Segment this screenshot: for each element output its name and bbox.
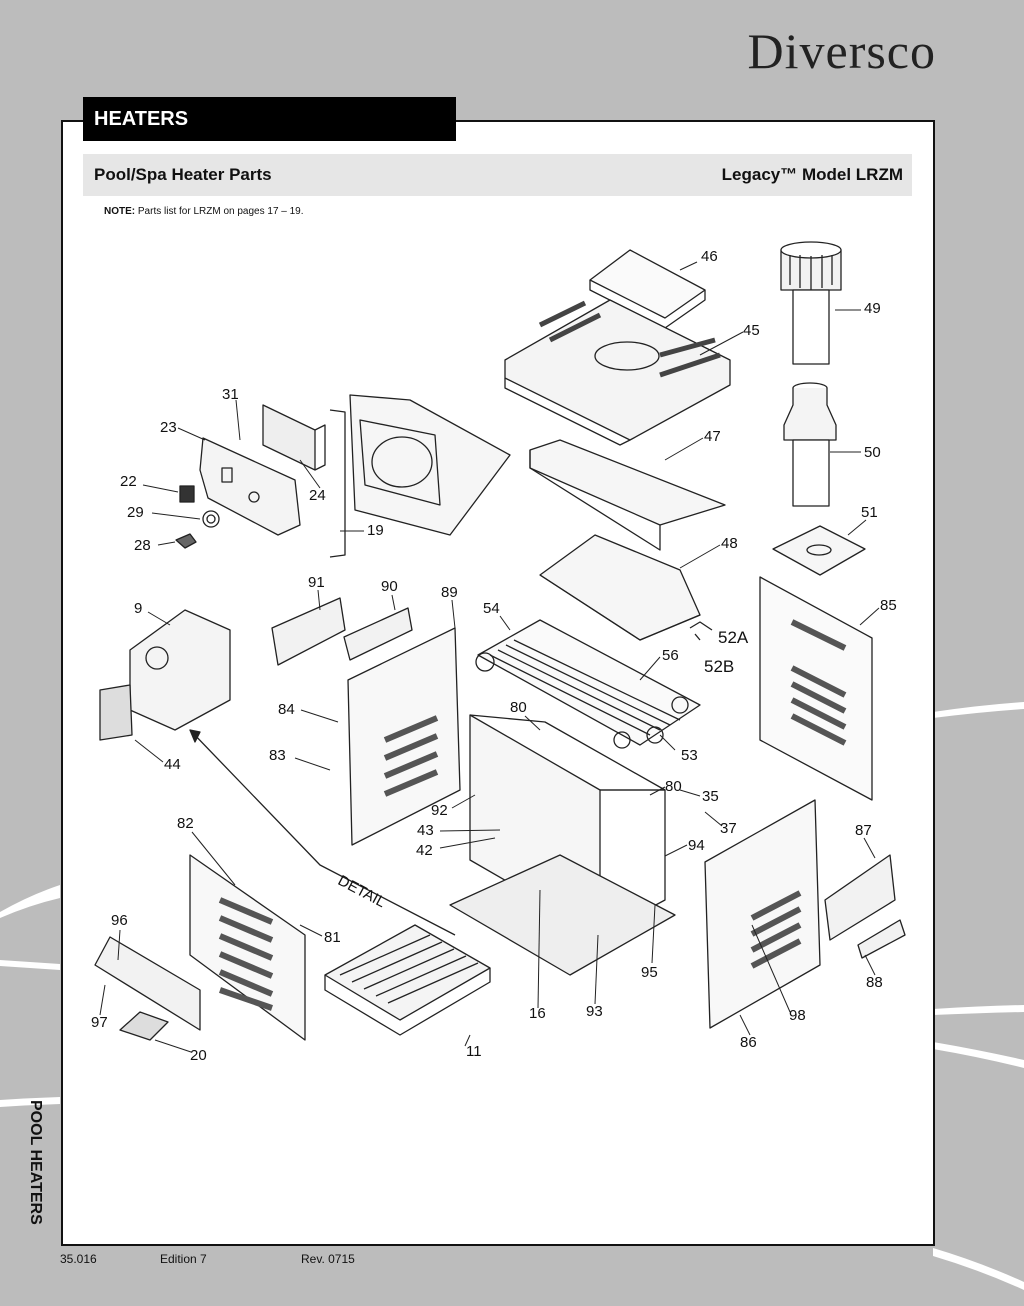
part-91-bracket bbox=[271, 597, 346, 666]
part-label: 42 bbox=[416, 842, 433, 859]
part-burner-frame bbox=[349, 394, 511, 536]
part-label: 11 bbox=[466, 1043, 482, 1060]
part-label: 9 bbox=[134, 600, 143, 617]
part-label: 48 bbox=[721, 535, 738, 552]
part-label: 46 bbox=[701, 248, 718, 265]
part-45-top bbox=[504, 299, 731, 446]
part-label: 80 bbox=[510, 699, 527, 716]
part-label: 53 bbox=[681, 747, 698, 764]
footer-edition: Edition 7 bbox=[160, 1252, 207, 1266]
note: NOTE: Parts list for LRZM on pages 17 – … bbox=[104, 206, 304, 217]
part-label: 45 bbox=[743, 322, 760, 339]
part-label: 29 bbox=[127, 504, 144, 521]
part-48-hood bbox=[539, 534, 701, 641]
part-54-heat-exchanger bbox=[475, 619, 701, 749]
part-50-vent-adapter bbox=[783, 382, 837, 507]
leader-lines bbox=[99, 261, 880, 1053]
part-80-cabinet bbox=[449, 714, 676, 976]
detail-arrow bbox=[189, 729, 456, 936]
title-bar: Pool/Spa Heater Parts Legacy™ Model LRZM bbox=[83, 154, 912, 196]
part-label: 98 bbox=[789, 1007, 806, 1024]
part-label: 51 bbox=[861, 504, 878, 521]
detail-label: DETAIL bbox=[335, 872, 389, 912]
side-tab: POOL HEATERS bbox=[27, 1100, 44, 1225]
part-label: 87 bbox=[855, 822, 872, 839]
part-label: 85 bbox=[880, 597, 897, 614]
part-label: 16 bbox=[529, 1005, 546, 1022]
part-label: 52A bbox=[718, 628, 749, 647]
part-51-plate bbox=[772, 525, 866, 576]
part-9-housing bbox=[99, 609, 231, 741]
part-47-tray bbox=[529, 439, 726, 551]
part-label: 47 bbox=[704, 428, 721, 445]
part-81-front-panel bbox=[189, 854, 306, 1041]
part-49-vent-cap bbox=[780, 241, 842, 365]
section-tab: HEATERS bbox=[83, 97, 456, 141]
part-label: 80 bbox=[665, 778, 682, 795]
part-label: 82 bbox=[177, 815, 194, 832]
part-label: 50 bbox=[864, 444, 881, 461]
part-85-side-panel bbox=[759, 576, 873, 801]
part-label: 56 bbox=[662, 647, 679, 664]
part-86-side-panel bbox=[704, 799, 821, 1029]
part-label: 19 bbox=[367, 522, 384, 539]
part-label: 20 bbox=[190, 1047, 207, 1064]
part-label: 35 bbox=[702, 788, 719, 805]
brand-logo: Diversco bbox=[747, 23, 936, 79]
part-label: 89 bbox=[441, 584, 458, 601]
part-label: 52B bbox=[704, 657, 735, 676]
part-label: 37 bbox=[720, 820, 737, 837]
part-label: 31 bbox=[222, 386, 239, 403]
detail-arrowhead bbox=[189, 729, 201, 743]
part-label: 88 bbox=[866, 974, 883, 991]
note-label: NOTE: bbox=[104, 206, 136, 217]
part-label: 90 bbox=[381, 578, 398, 595]
part-label: 49 bbox=[864, 300, 881, 317]
part-label: 28 bbox=[134, 537, 151, 554]
part-label: 97 bbox=[91, 1014, 108, 1031]
part-87-bracket bbox=[824, 854, 896, 941]
part-label: 91 bbox=[308, 574, 325, 591]
footer-rev: Rev. 0715 bbox=[301, 1252, 355, 1266]
part-label: 81 bbox=[324, 929, 341, 946]
parts-22-28-29 bbox=[175, 485, 220, 549]
footer-code: 35.016 bbox=[60, 1252, 97, 1266]
part-label: 22 bbox=[120, 473, 137, 490]
note-text: Parts list for LRZM on pages 17 – 19. bbox=[137, 206, 304, 217]
part-label: 24 bbox=[309, 487, 326, 504]
part-label: 84 bbox=[278, 701, 295, 718]
part-52-clips bbox=[689, 621, 713, 641]
part-88-plate bbox=[857, 919, 906, 959]
title-left: Pool/Spa Heater Parts bbox=[94, 165, 272, 184]
part-11-burner-tray bbox=[324, 924, 491, 1036]
part-label: 23 bbox=[160, 419, 177, 436]
part-label: 44 bbox=[164, 756, 181, 773]
part-label: 96 bbox=[111, 912, 128, 929]
part-label: 54 bbox=[483, 600, 500, 617]
title-right: Legacy™ Model LRZM bbox=[721, 165, 903, 184]
part-label: 95 bbox=[641, 964, 658, 981]
part-23-control-panel bbox=[199, 404, 346, 558]
part-96-panel bbox=[94, 936, 201, 1031]
part-20-bracket bbox=[119, 1011, 169, 1041]
part-89-panel bbox=[347, 627, 461, 846]
part-label: 93 bbox=[586, 1003, 603, 1020]
part-label: 94 bbox=[688, 837, 705, 854]
part-label: 86 bbox=[740, 1034, 757, 1051]
part-90-bracket bbox=[343, 607, 413, 661]
part-label: 92 bbox=[431, 802, 448, 819]
part-label: 43 bbox=[417, 822, 434, 839]
part-label: 83 bbox=[269, 747, 286, 764]
